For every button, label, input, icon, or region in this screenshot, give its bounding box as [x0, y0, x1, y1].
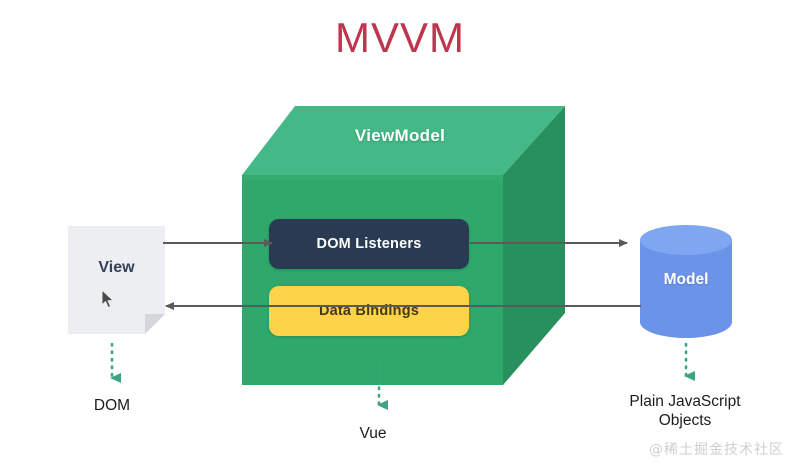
caption-model-line-1: Plain JavaScript: [629, 393, 741, 410]
page-title: MVVM: [335, 14, 465, 61]
document-body: [68, 226, 165, 334]
document-fold-corner: [145, 314, 165, 334]
data-bindings-label: Data Bindings: [318, 303, 420, 319]
dom-listeners-box[interactable]: DOM Listeners: [269, 219, 469, 269]
cube-shape: [242, 106, 565, 385]
document-shape: [68, 226, 165, 334]
cylinder-shape: [640, 225, 732, 338]
viewmodel-cube[interactable]: ViewModel: [235, 98, 565, 393]
cube-front-top-edge: [242, 175, 503, 180]
cylinder-body: [640, 240, 732, 338]
cube-front-face: [242, 175, 503, 385]
view-node[interactable]: View: [68, 226, 165, 334]
watermark: @稀土掘金技术社区: [649, 442, 784, 458]
cube-right-face: [503, 106, 565, 385]
dom-listeners-label: DOM Listeners: [316, 236, 422, 252]
caption-model-line-2: Objects: [658, 412, 712, 429]
caption-model: Plain JavaScript Objects: [605, 392, 765, 430]
caption-dom: DOM: [93, 397, 131, 414]
data-bindings-box[interactable]: Data Bindings: [269, 286, 469, 336]
caption-vue: Vue: [359, 425, 387, 442]
model-node[interactable]: Model: [638, 224, 734, 338]
cylinder-top: [640, 225, 732, 255]
cube-top-face: [242, 106, 565, 175]
